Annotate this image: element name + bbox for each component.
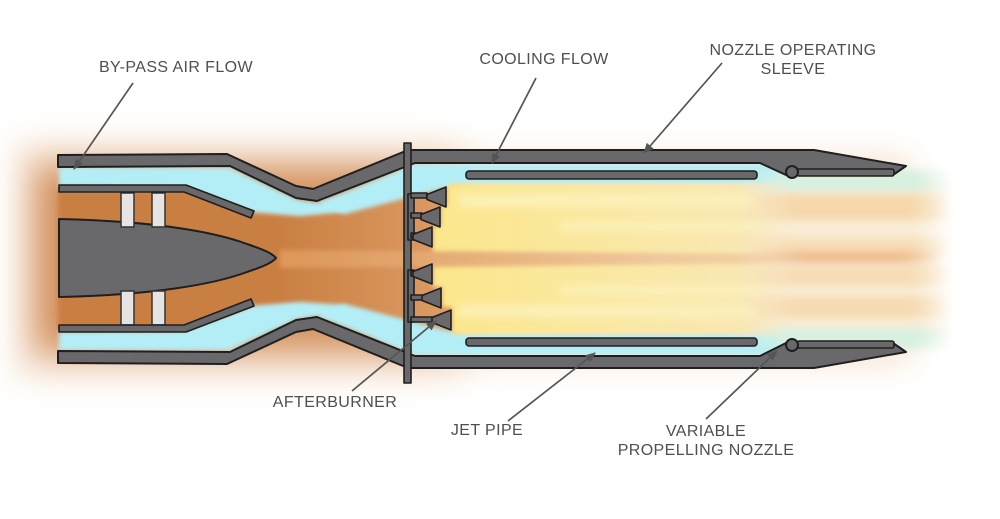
leader-afterburner (351, 320, 437, 392)
fuel-injector-nozzle (412, 226, 433, 248)
label-bypass-air-flow: BY-PASS AIR FLOW (98, 59, 253, 76)
label-jet-pipe: JET PIPE (450, 422, 524, 439)
fuel-injector-nozzle (420, 206, 441, 228)
nozzle-hinge-pin-bottom (785, 338, 799, 352)
engine-strut (120, 290, 135, 326)
flame-highlight-streaks (458, 194, 890, 317)
leader-variable-propelling-nozzle (705, 350, 778, 420)
nozzle-hinge-pin-top (785, 165, 799, 179)
engine-strut (151, 192, 166, 228)
leader-nozzle-operating-sleeve (643, 62, 723, 154)
leader-cooling-flow (491, 77, 537, 164)
jet-pipe-liner-top (465, 170, 758, 180)
fuel-injector-nozzle (412, 263, 433, 285)
leader-bypass-air-flow (73, 82, 134, 170)
fuel-manifold-bottom (407, 269, 434, 323)
engine-strut (151, 290, 166, 326)
tail-cone (58, 218, 277, 298)
jet-pipe-liner-bottom (465, 337, 758, 347)
label-nozzle-operating-sleeve: NOZZLE OPERATING SLEEVE (709, 42, 877, 78)
exhaust-plume (740, 170, 954, 349)
nozzle-flap-liner-bottom (796, 340, 895, 349)
engine-strut (120, 192, 135, 228)
fuel-injector-nozzle (426, 186, 447, 208)
inner-duct-wall-bottom (58, 298, 255, 333)
fuel-injector-nozzle (421, 287, 442, 309)
nozzle-flap-liner-top (796, 168, 895, 177)
inner-duct-wall-top (58, 184, 255, 219)
leader-jet-pipe (507, 352, 596, 422)
label-variable-propelling-nozzle: VARIABLE PROPELLING NOZZLE (617, 423, 795, 459)
label-afterburner: AFTERBURNER (272, 394, 398, 411)
afterburner-spray-bar (403, 142, 412, 384)
label-cooling-flow: COOLING FLOW (479, 51, 609, 68)
